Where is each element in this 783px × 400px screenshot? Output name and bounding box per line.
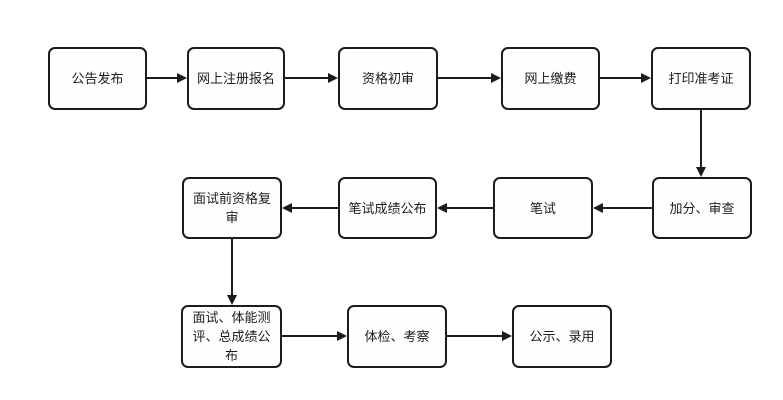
arrow-line — [700, 110, 702, 168]
node-written-exam: 笔试 — [493, 177, 593, 239]
arrow-line — [231, 239, 233, 296]
arrow-line — [447, 335, 503, 337]
node-online-payment: 网上缴费 — [501, 47, 600, 110]
arrow-head-right-icon — [177, 73, 187, 83]
arrow-head-left-icon — [593, 203, 603, 213]
node-publicity-employment: 公示、录用 — [512, 305, 612, 368]
node-bonus-points-review: 加分、审查 — [652, 177, 752, 239]
arrow-line — [438, 77, 492, 79]
arrow-line — [147, 77, 178, 79]
arrow-line — [282, 335, 338, 337]
arrow-head-down-icon — [696, 167, 706, 177]
arrow-head-left-icon — [282, 203, 292, 213]
node-pre-interview-qualification-review: 面试前资格复审 — [182, 177, 282, 239]
arrow-head-right-icon — [491, 73, 501, 83]
arrow-line — [291, 207, 338, 209]
arrow-head-right-icon — [337, 331, 347, 341]
node-online-registration: 网上注册报名 — [187, 47, 285, 110]
arrow-head-left-icon — [437, 203, 447, 213]
arrow-line — [446, 207, 493, 209]
arrow-line — [600, 77, 642, 79]
node-written-exam-results: 笔试成绩公布 — [338, 177, 437, 239]
arrow-head-right-icon — [641, 73, 651, 83]
node-interview-physical-total-score: 面试、体能测评、总成绩公布 — [181, 305, 282, 368]
arrow-head-right-icon — [502, 331, 512, 341]
node-print-admission-ticket: 打印准考证 — [651, 47, 751, 110]
node-announcement: 公告发布 — [48, 47, 147, 110]
node-physical-exam-inspection: 体检、考察 — [347, 305, 447, 368]
arrow-line — [602, 207, 652, 209]
arrow-head-down-icon — [227, 295, 237, 305]
node-qualification-initial-review: 资格初审 — [338, 47, 438, 110]
arrow-head-right-icon — [328, 73, 338, 83]
arrow-line — [285, 77, 329, 79]
